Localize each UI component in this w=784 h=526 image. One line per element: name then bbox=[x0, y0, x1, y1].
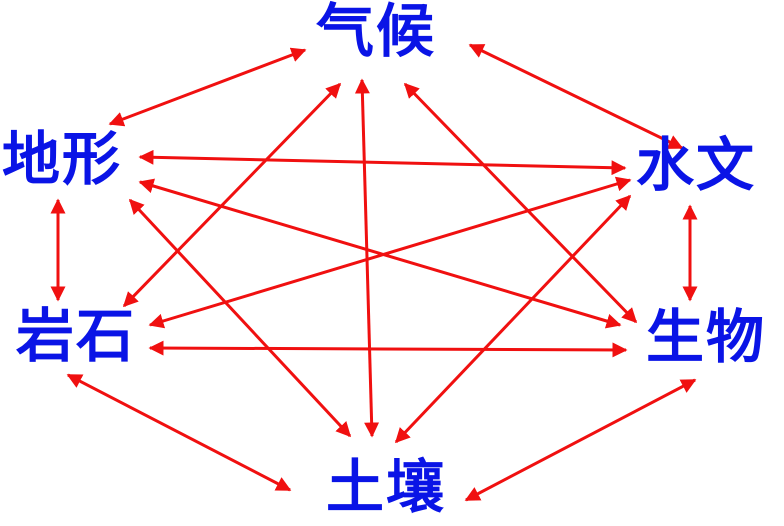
arrow-hydrology-soil bbox=[394, 194, 632, 444]
arrow-climate-landform bbox=[108, 47, 307, 127]
arrow-rock-soil bbox=[66, 373, 292, 492]
node-rock: 岩石 bbox=[16, 302, 137, 370]
node-landform: 地形 bbox=[2, 125, 123, 193]
arrow-biology-soil bbox=[464, 378, 697, 502]
arrow-landform-hydrology bbox=[138, 149, 627, 176]
arrow-climate-biology bbox=[403, 82, 638, 324]
node-soil: 土壤 bbox=[326, 453, 447, 521]
node-climate: 气候 bbox=[316, 0, 437, 65]
arrow-hydrology-rock bbox=[148, 176, 632, 329]
node-biology: 生物 bbox=[646, 303, 767, 371]
node-hydrology: 水文 bbox=[636, 131, 757, 199]
arrow-rock-biology bbox=[148, 340, 628, 358]
arrow-climate-rock bbox=[122, 82, 342, 308]
